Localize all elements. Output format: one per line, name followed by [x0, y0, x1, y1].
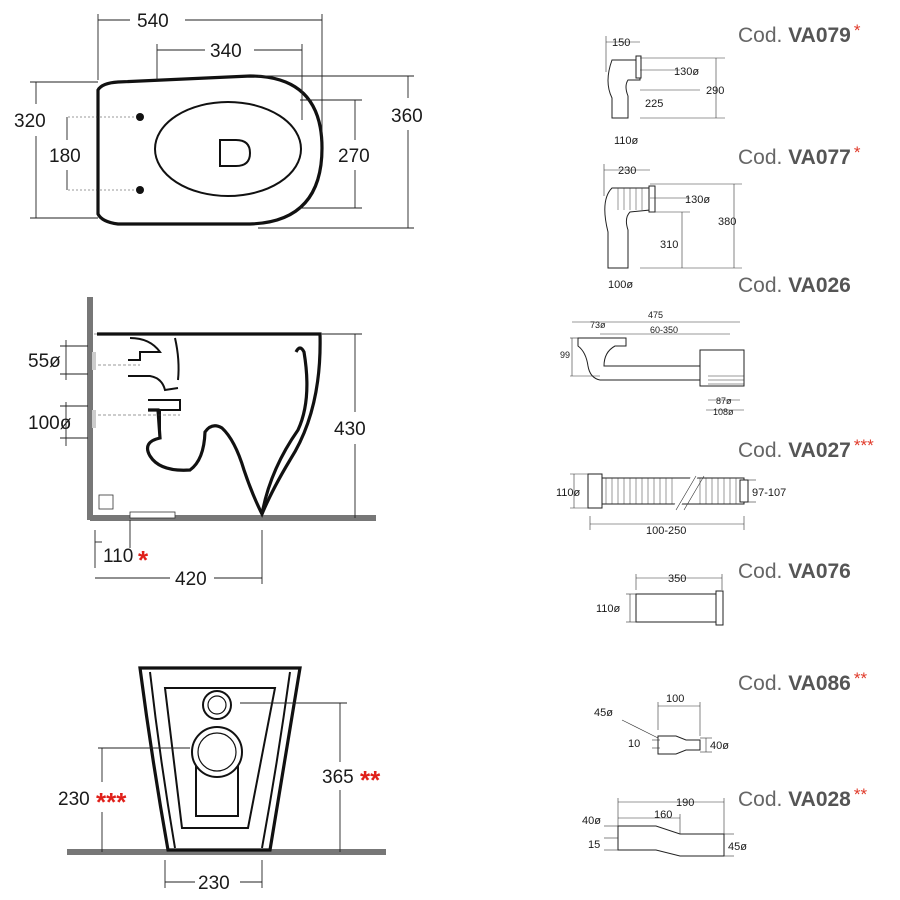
svg-text:110ø: 110ø	[556, 487, 581, 499]
svg-text:87ø: 87ø	[716, 396, 732, 406]
accessory-va076: Cod. VA076 350 110ø	[596, 560, 851, 626]
corrugated-section	[708, 375, 744, 385]
accessory-code: VA076	[788, 560, 851, 583]
accessory-code-prefix: Cod.	[738, 788, 782, 811]
accessory-va077: Cod. VA077* 230 130ø 380 310 100ø	[603, 143, 861, 291]
svg-text:290: 290	[706, 85, 724, 97]
accessory-mark: ***	[854, 436, 874, 455]
toilet-outline-side	[97, 332, 322, 518]
svg-text:40ø: 40ø	[710, 740, 729, 752]
dim-outlet-diameter: 100ø	[28, 413, 72, 434]
inlet-hole-rear	[202, 690, 232, 720]
svg-text:10: 10	[628, 738, 640, 750]
dim-depth-right: 360	[391, 106, 423, 127]
svg-text:130ø: 130ø	[685, 194, 710, 206]
svg-text:40ø: 40ø	[582, 815, 601, 827]
accessory-code: VA028	[788, 788, 851, 811]
svg-text:Cod. VA027***: Cod. VA027***	[738, 436, 874, 462]
svg-text:100: 100	[666, 693, 684, 705]
fixing-hole	[136, 113, 144, 121]
svg-text:150: 150	[612, 37, 630, 49]
dim-bowl-depth: 270	[338, 146, 370, 167]
drain-top	[219, 139, 252, 167]
accessory-va027: Cod. VA027***	[556, 436, 874, 537]
svg-text:73ø: 73ø	[590, 320, 606, 330]
accessory-va086: Cod. VA086** 100 45ø 10 40ø	[594, 669, 867, 755]
inlet-height-mark: **	[360, 765, 381, 795]
svg-text:99: 99	[560, 350, 570, 360]
corrugated-section	[617, 188, 643, 210]
svg-text:100ø: 100ø	[608, 279, 633, 291]
svg-text:45ø: 45ø	[594, 707, 613, 719]
svg-text:45ø: 45ø	[728, 841, 747, 853]
accessory-mark: **	[854, 785, 868, 804]
accessory-code-prefix: Cod.	[738, 24, 782, 47]
svg-text:Cod. VA028**: Cod. VA028**	[738, 785, 867, 811]
svg-text:190: 190	[676, 797, 694, 809]
outlet-height-mark: ***	[96, 787, 127, 817]
svg-text:108ø: 108ø	[713, 407, 734, 417]
accessory-code: VA077	[788, 146, 851, 169]
top-view: 540 340 320 180 360 270	[14, 11, 423, 229]
svg-text:Cod. VA086**: Cod. VA086**	[738, 669, 867, 695]
svg-text:Cod. VA076: Cod. VA076	[738, 560, 851, 583]
svg-text:475: 475	[648, 310, 663, 320]
svg-text:110ø: 110ø	[596, 603, 621, 615]
accessory-va028: Cod. VA028** 190 160 40ø 15 45ø	[582, 785, 867, 857]
svg-text:Cod. VA026: Cod. VA026	[738, 274, 851, 297]
accessory-code-prefix: Cod.	[738, 146, 782, 169]
accessory-code: VA086	[788, 672, 851, 695]
svg-text:160: 160	[654, 809, 672, 821]
svg-text:97-107: 97-107	[752, 487, 786, 499]
svg-text:350: 350	[668, 573, 686, 585]
side-view: 55ø 100ø 430 110 * 420	[28, 297, 376, 590]
toilet-outline-top	[96, 74, 324, 226]
accessory-code: VA026	[788, 274, 851, 297]
dim-depth-left: 320	[14, 111, 46, 132]
svg-text:Cod. VA079*: Cod. VA079*	[738, 21, 861, 47]
accessory-mark: *	[854, 21, 861, 40]
corrugated-section	[605, 478, 737, 504]
svg-text:380: 380	[718, 216, 736, 228]
accessory-code: VA079	[788, 24, 851, 47]
accessory-mark: **	[854, 669, 868, 688]
accessory-va079: Cod. VA079* 150 130ø 290 225 110ø	[605, 21, 861, 147]
dim-fixing-spacing: 180	[49, 146, 81, 167]
svg-text:230: 230	[618, 165, 636, 177]
dim-width-overall: 540	[137, 11, 169, 32]
svg-text:130ø: 130ø	[674, 66, 699, 78]
dim-inlet-diameter: 55ø	[28, 351, 61, 372]
accessory-code-prefix: Cod.	[738, 439, 782, 462]
svg-text:310: 310	[660, 239, 678, 251]
rear-view: 230 *** 365 ** 230	[58, 666, 386, 894]
outlet-offset-mark: *	[138, 545, 149, 575]
svg-text:60-350: 60-350	[650, 325, 678, 335]
dim-width-bowl: 340	[210, 41, 242, 62]
accessory-code-prefix: Cod.	[738, 274, 782, 297]
accessory-code-prefix: Cod.	[738, 672, 782, 695]
accessory-code: VA027	[788, 439, 851, 462]
fixing-hole	[136, 186, 144, 194]
accessory-code-prefix: Cod.	[738, 560, 782, 583]
outlet-hole-rear	[191, 726, 243, 778]
dim-height: 430	[334, 419, 366, 440]
dim-foot-width: 230	[198, 873, 230, 894]
dim-outlet-to-front: 420	[175, 569, 207, 590]
svg-text:Cod. VA077*: Cod. VA077*	[738, 143, 861, 169]
dim-inlet-height: 365	[322, 767, 354, 788]
accessory-mark: *	[854, 143, 861, 162]
dim-outlet-height: 230	[58, 789, 90, 810]
bowl-inner-top	[154, 101, 302, 197]
svg-text:225: 225	[645, 98, 663, 110]
svg-text:15: 15	[588, 839, 600, 851]
svg-text:110ø: 110ø	[614, 135, 639, 147]
toilet-outline-rear	[138, 666, 302, 852]
accessory-va026: Cod. VA026 475 60-350 73ø 99 87ø 108ø	[560, 274, 851, 417]
dim-outlet-offset: 110	[103, 546, 133, 567]
svg-text:100-250: 100-250	[646, 525, 686, 537]
